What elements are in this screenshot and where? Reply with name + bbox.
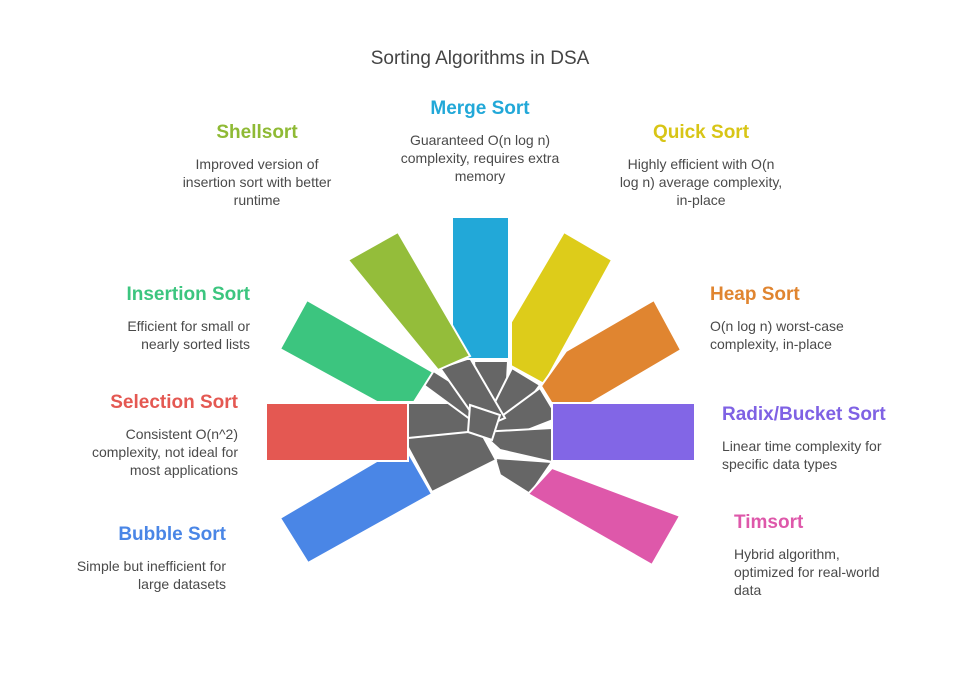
quick-desc-line: in-place — [676, 192, 726, 208]
bubble-desc: Simple but inefficient for large dataset… — [26, 557, 226, 593]
quick-title: Quick Sort — [652, 122, 750, 143]
bubble-desc-line: Simple but inefficient for — [76, 558, 226, 574]
shell-desc: Improved version of insertion sort with … — [150, 155, 364, 209]
blade-tim — [526, 466, 682, 567]
selection-title: Selection Sort — [110, 392, 238, 413]
blade-bubble — [278, 443, 434, 565]
tim-desc-line: Hybrid algorithm, — [734, 546, 840, 562]
item-quick: Quick Sort Highly efficient with O(n log… — [596, 121, 806, 209]
item-bubble: Bubble Sort Simple but inefficient for l… — [26, 523, 226, 593]
shell-title: Shellsort — [216, 122, 298, 143]
blade-merge — [451, 216, 510, 360]
item-tim: Timsort Hybrid algorithm, optimized for … — [734, 511, 934, 599]
merge-desc-line: Guaranteed O(n log n) — [409, 132, 551, 148]
bubble-desc-line: large datasets — [138, 576, 226, 592]
blade-quick — [510, 230, 614, 386]
tim-desc: Hybrid algorithm, optimized for real-wor… — [734, 545, 934, 599]
selection-desc-line: complexity, not ideal for — [91, 444, 238, 460]
tim-desc-line: data — [734, 582, 762, 598]
bubble-title: Bubble Sort — [118, 524, 226, 545]
insertion-desc: Efficient for small or nearly sorted lis… — [50, 317, 250, 353]
radix-title: Radix/Bucket Sort — [722, 404, 886, 425]
selection-desc-line: most applications — [129, 462, 238, 478]
blade-shell — [346, 230, 472, 372]
merge-title: Merge Sort — [430, 98, 530, 119]
item-heap: Heap Sort O(n log n) worst-case complexi… — [710, 283, 910, 353]
merge-desc: Guaranteed O(n log n) complexity, requir… — [375, 131, 585, 185]
merge-desc-line: complexity, requires extra — [400, 150, 560, 166]
core-blade-inner — [466, 403, 502, 442]
heap-desc-line: O(n log n) worst-case — [710, 318, 844, 334]
shell-desc-line: runtime — [233, 192, 281, 208]
tim-title: Timsort — [734, 512, 804, 533]
heap-title: Heap Sort — [710, 284, 800, 305]
heap-desc: O(n log n) worst-case complexity, in-pla… — [710, 317, 910, 353]
quick-desc-line: log n) average complexity, — [619, 174, 783, 190]
diagram-title: Sorting Algorithms in DSA — [370, 48, 590, 69]
shell-desc-line: Improved version of — [195, 156, 319, 172]
item-radix: Radix/Bucket Sort Linear time complexity… — [722, 403, 942, 473]
blade-radix — [551, 402, 696, 462]
item-merge: Merge Sort Guaranteed O(n log n) complex… — [375, 97, 585, 185]
insertion-title: Insertion Sort — [126, 284, 250, 305]
tim-desc-line: optimized for real-world — [734, 564, 880, 580]
merge-desc-line: memory — [454, 168, 506, 184]
item-shell: Shellsort Improved version of insertion … — [150, 121, 364, 209]
shell-desc-line: insertion sort with better — [182, 174, 332, 190]
insertion-desc-line: nearly sorted lists — [141, 336, 250, 352]
quick-desc-line: Highly efficient with O(n — [627, 156, 775, 172]
core-hub — [402, 356, 560, 496]
quick-desc: Highly efficient with O(n log n) average… — [596, 155, 806, 209]
item-selection: Selection Sort Consistent O(n^2) complex… — [38, 391, 238, 479]
selection-desc: Consistent O(n^2) complexity, not ideal … — [38, 425, 238, 479]
heap-desc-line: complexity, in-place — [710, 336, 832, 352]
item-insertion: Insertion Sort Efficient for small or ne… — [50, 283, 250, 353]
insertion-desc-line: Efficient for small or — [127, 318, 250, 334]
radix-desc: Linear time complexity for specific data… — [722, 437, 942, 473]
radix-desc-line: Linear time complexity for — [722, 438, 882, 454]
blade-insertion — [278, 298, 435, 403]
blade-selection — [265, 402, 409, 462]
radix-desc-line: specific data types — [722, 456, 838, 472]
selection-desc-line: Consistent O(n^2) — [125, 426, 238, 442]
